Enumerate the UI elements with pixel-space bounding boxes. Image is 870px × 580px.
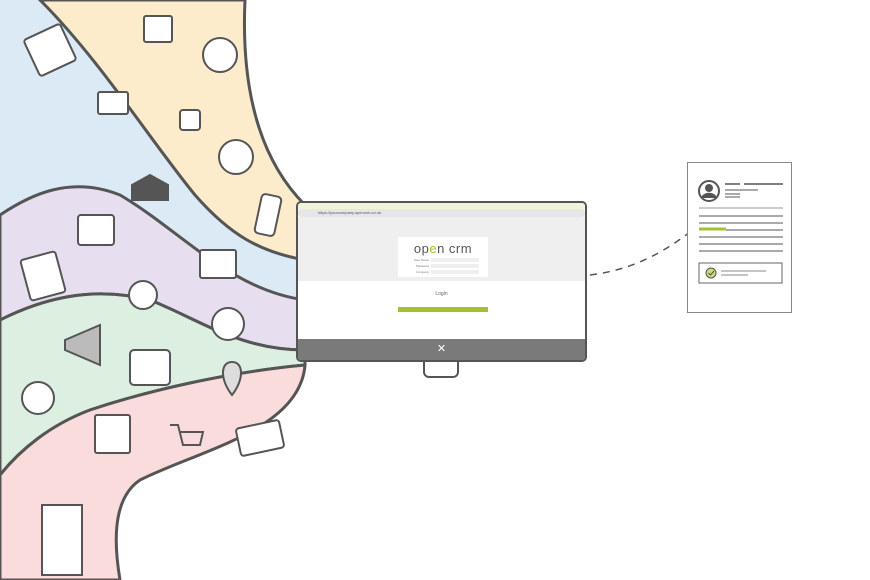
lock-icon <box>77 214 115 246</box>
monitor-bezel: ✕ <box>298 339 585 360</box>
password-input[interactable] <box>431 264 479 268</box>
password-row: Password <box>398 264 488 268</box>
opencrm-logo: open crm <box>413 241 473 256</box>
dice-icon <box>179 109 201 131</box>
opencrm-figure-icon: ✕ <box>436 343 447 355</box>
building-icon <box>41 504 83 576</box>
envelope-icon <box>131 173 169 201</box>
document-content <box>698 180 783 284</box>
tent-icon <box>211 307 245 341</box>
company-input[interactable] <box>431 270 479 274</box>
url-bar[interactable]: https://yourcompany.opencrm.co.uk <box>298 209 585 217</box>
clipboard-icon <box>19 250 67 302</box>
megaphone-icon <box>64 323 101 367</box>
alarm-clock-icon <box>202 37 238 73</box>
connector-dashed-line <box>589 231 691 276</box>
calendar-icon <box>97 91 129 115</box>
book-icon <box>23 23 77 77</box>
folders-icon <box>199 249 237 279</box>
question-icon <box>21 381 55 415</box>
login-progress-bar <box>398 307 488 312</box>
archive-box-icon <box>143 15 173 43</box>
username-input[interactable] <box>431 258 479 262</box>
chat-phone-icon <box>253 193 283 237</box>
login-button[interactable]: Login <box>435 291 448 297</box>
monitor-stand <box>423 362 459 378</box>
browser-tab-bar <box>298 203 585 209</box>
cart-icon <box>170 424 205 446</box>
credit-card-icon <box>235 419 285 457</box>
tea-icon <box>128 280 158 310</box>
confirmation-box <box>698 262 783 284</box>
check-circle-icon <box>705 267 717 279</box>
thumbs-up-icon <box>129 349 171 386</box>
receipt-icon <box>94 414 131 454</box>
username-row: User Name <box>398 258 488 262</box>
login-form: open crm User Name Password Company <box>398 237 488 277</box>
crm-record-document <box>687 162 792 313</box>
company-row: Company <box>398 270 488 274</box>
facebook-icon <box>218 139 254 175</box>
location-pin-icon <box>222 360 242 397</box>
monitor: https://yourcompany.opencrm.co.uk open c… <box>296 201 587 362</box>
